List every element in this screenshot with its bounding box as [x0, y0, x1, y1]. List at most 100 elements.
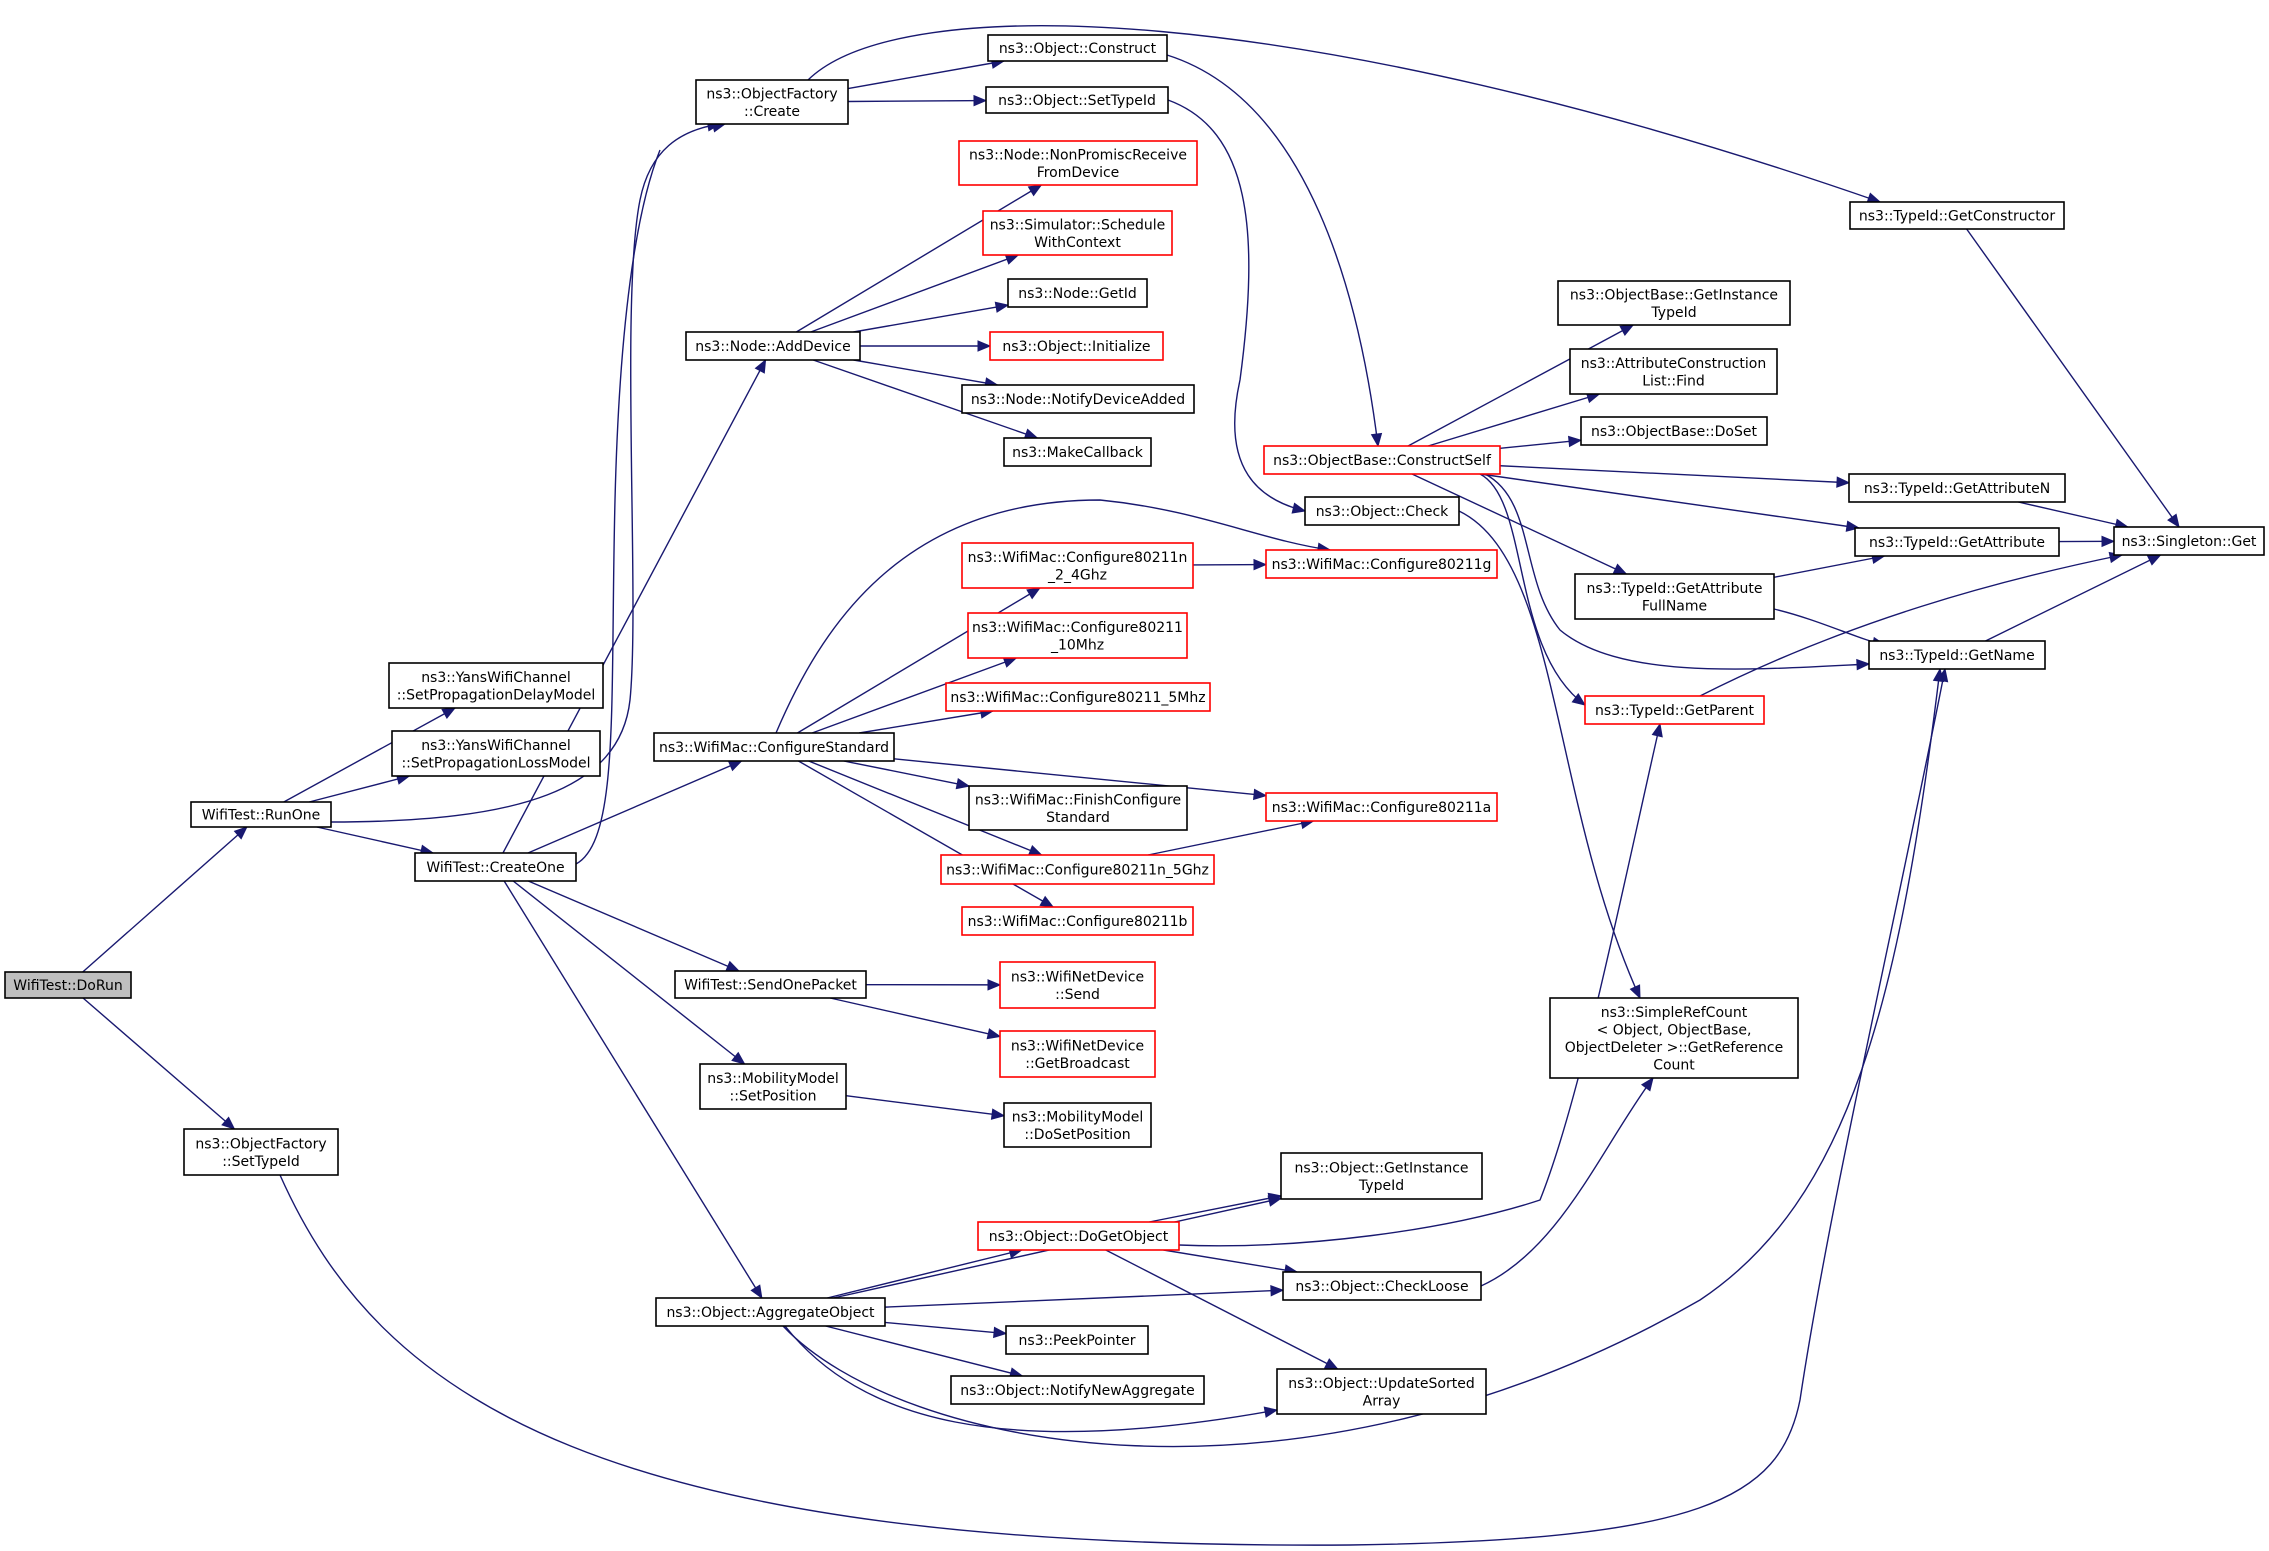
- node-n46[interactable]: ns3::TypeId::GetConstructor: [1849, 201, 2065, 230]
- node-n8[interactable]: ns3::Node::AddDevice: [685, 331, 861, 361]
- node-box: [1007, 278, 1148, 308]
- node-box: [961, 906, 1194, 936]
- node-label: FromDevice: [1037, 165, 1120, 181]
- node-label: ns3::Object::DoGetObject: [989, 1229, 1169, 1245]
- node-n34[interactable]: ns3::Object::NotifyNewAggregate: [950, 1375, 1205, 1405]
- node-n32[interactable]: ns3::Object::CheckLoose: [1282, 1271, 1482, 1301]
- node-n10[interactable]: WifiTest::SendOnePacket: [674, 970, 867, 999]
- edge-line: [847, 99, 987, 103]
- edge-line: [811, 657, 1017, 734]
- node-n39[interactable]: ns3::WifiMac::Configure80211a: [1265, 792, 1498, 822]
- node-n25[interactable]: ns3::WifiMac::Configure80211n_5Ghz: [940, 854, 1215, 885]
- node-n19[interactable]: ns3::Node::NotifyDeviceAdded: [961, 384, 1195, 414]
- edge-n8-n16: [810, 253, 1020, 333]
- edge-line: [1105, 1249, 1338, 1370]
- node-n5[interactable]: ns3::YansWifiChannel::SetPropagationLoss…: [391, 730, 601, 777]
- edge-n31-n44: [1178, 722, 1663, 1247]
- node-n17[interactable]: ns3::Node::GetId: [1007, 278, 1148, 308]
- edge-line: [1458, 510, 1641, 999]
- edge-line: [1499, 439, 1582, 449]
- node-n4[interactable]: ns3::YansWifiChannel::SetPropagationDela…: [388, 662, 604, 709]
- node-n48[interactable]: ns3::TypeId::GetAttribute: [1854, 527, 2060, 557]
- arrowhead: [1270, 1284, 1285, 1297]
- arrowhead: [233, 826, 248, 840]
- node-n28[interactable]: ns3::WifiNetDevice::GetBroadcast: [999, 1030, 1156, 1078]
- node-n45[interactable]: ns3::SimpleRefCount< Object, ObjectBase,…: [1549, 997, 1799, 1079]
- node-n50[interactable]: ns3::Singleton::Get: [2113, 526, 2265, 556]
- node-n22[interactable]: ns3::WifiMac::Configure80211_10Mhz: [967, 612, 1188, 659]
- node-n12[interactable]: ns3::Object::AggregateObject: [655, 1297, 886, 1327]
- arrowhead: [1629, 984, 1641, 1000]
- node-n42[interactable]: ns3::ObjectBase::DoSet: [1580, 416, 1768, 446]
- node-box: [391, 730, 601, 777]
- node-n23[interactable]: ns3::WifiMac::Configure80211_5Mhz: [945, 682, 1211, 712]
- arrowhead: [986, 1028, 1002, 1040]
- node-n47[interactable]: ns3::TypeId::GetAttributeN: [1848, 473, 2066, 503]
- node-label: FullName: [1642, 598, 1707, 614]
- node-n38[interactable]: ns3::WifiMac::Configure80211g: [1265, 549, 1498, 579]
- arrowhead: [441, 707, 457, 720]
- node-label: ::Create: [744, 104, 800, 120]
- edge-line: [1407, 324, 1634, 447]
- edge-line: [859, 710, 993, 734]
- edge-line: [1773, 608, 1886, 646]
- edge-n48-n50: [2058, 535, 2116, 548]
- arrowhead: [221, 1116, 236, 1130]
- node-n1[interactable]: WifiTest::DoRun: [4, 971, 132, 999]
- node-box: [967, 612, 1188, 659]
- node-n49[interactable]: ns3::TypeId::GetName: [1868, 640, 2046, 670]
- node-n27[interactable]: ns3::WifiNetDevice::Send: [999, 961, 1156, 1009]
- node-n18[interactable]: ns3::Object::Initialize: [989, 331, 1164, 361]
- node-n11[interactable]: ns3::MobilityModel::SetPosition: [699, 1063, 847, 1110]
- node-box: [388, 662, 604, 709]
- edge-n47-n50: [2018, 501, 2129, 530]
- node-label: ns3::Node::AddDevice: [695, 339, 850, 355]
- node-n33[interactable]: ns3::PeekPointer: [1005, 1325, 1149, 1355]
- edge-n10-n28: [829, 997, 1002, 1040]
- node-n20[interactable]: ns3::MakeCallback: [1003, 437, 1152, 467]
- edge-line: [1773, 555, 1885, 578]
- arrowhead: [1291, 502, 1307, 514]
- edge-line: [812, 359, 1038, 439]
- node-n7[interactable]: ns3::ObjectFactory::Create: [695, 79, 849, 125]
- node-n44[interactable]: ns3::TypeId::GetParent: [1584, 695, 1765, 725]
- edge-line: [853, 359, 998, 386]
- node-box: [1003, 1102, 1152, 1148]
- edge-line: [575, 149, 661, 865]
- node-n13[interactable]: ns3::Object::Construct: [987, 34, 1168, 62]
- node-n2[interactable]: WifiTest::RunOne: [190, 801, 332, 828]
- node-label: Count: [1653, 1057, 1695, 1073]
- node-box: [982, 210, 1173, 256]
- edge-line: [1147, 820, 1314, 856]
- node-n37[interactable]: ns3::Object::Check: [1304, 496, 1460, 526]
- node-label: ns3::Object::SetTypeId: [998, 93, 1156, 109]
- node-n36[interactable]: ns3::ObjectBase::ConstructSelf: [1263, 445, 1501, 475]
- node-box: [985, 86, 1169, 114]
- node-box: [1276, 1368, 1487, 1415]
- node-label: ns3::Node::NotifyDeviceAdded: [971, 392, 1185, 408]
- node-box: [655, 1297, 886, 1327]
- node-n31[interactable]: ns3::Object::DoGetObject: [977, 1221, 1180, 1251]
- edge-n6-n10: [527, 880, 741, 972]
- node-label: TypeId: [1358, 1178, 1404, 1194]
- node-n3[interactable]: ns3::ObjectFactory::SetTypeId: [183, 1128, 339, 1176]
- node-n29[interactable]: ns3::MobilityModel::DoSetPosition: [1003, 1102, 1152, 1148]
- node-n26[interactable]: ns3::WifiMac::Configure80211b: [961, 906, 1194, 936]
- edge-line: [1480, 473, 1859, 529]
- edge-line: [893, 758, 1267, 797]
- node-n6[interactable]: WifiTest::CreateOne: [414, 852, 577, 882]
- node-label: _10Mhz: [1050, 637, 1104, 653]
- arrowhead: [725, 960, 741, 972]
- node-n9[interactable]: ns3::WifiMac::ConfigureStandard: [653, 732, 895, 762]
- node-label: WifiTest::SendOnePacket: [684, 978, 857, 994]
- node-n14[interactable]: ns3::Object::SetTypeId: [985, 86, 1169, 114]
- node-n21[interactable]: ns3::WifiMac::Configure80211n_2_4Ghz: [961, 542, 1194, 589]
